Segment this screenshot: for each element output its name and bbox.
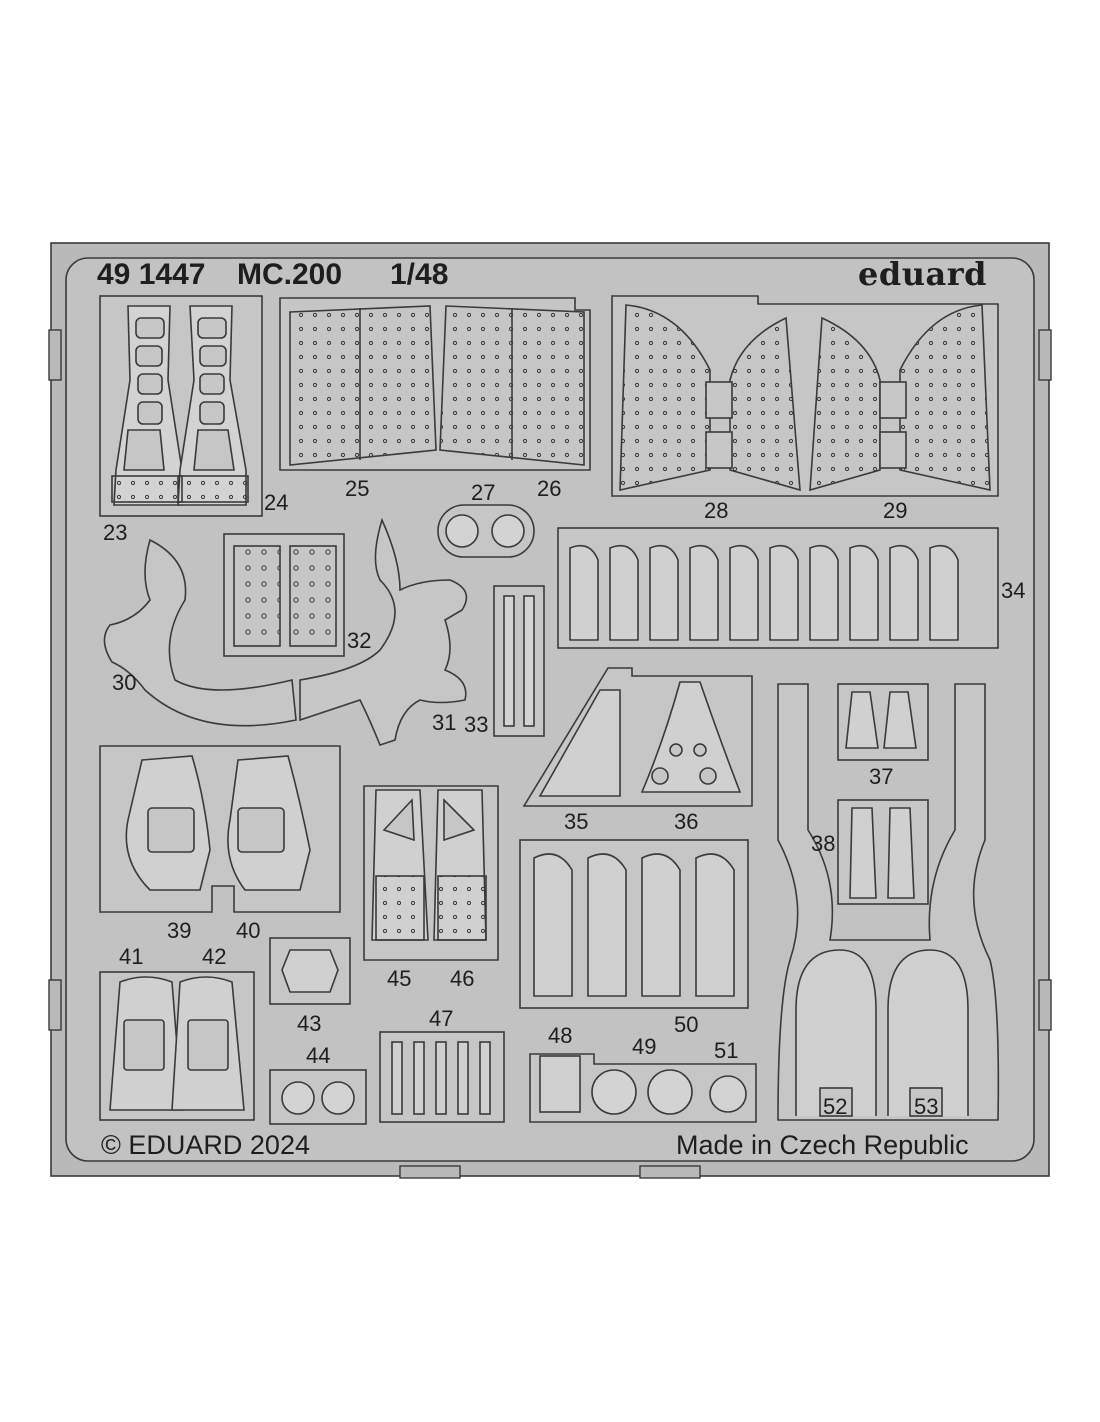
part-23-24 xyxy=(99,295,263,517)
label-32: 32 xyxy=(347,628,372,653)
label-48: 48 xyxy=(548,1023,573,1048)
part-35-36 xyxy=(522,667,753,807)
part-34 xyxy=(557,527,999,649)
part-50 xyxy=(519,839,749,1009)
label-36: 36 xyxy=(674,809,699,834)
label-52: 52 xyxy=(823,1094,848,1119)
part-45-46 xyxy=(363,785,499,961)
copyright: © EDUARD 2024 xyxy=(101,1130,310,1160)
kit-code: 49 1447 xyxy=(97,258,206,291)
part-37 xyxy=(837,683,929,761)
part-38 xyxy=(837,799,929,905)
label-26: 26 xyxy=(537,476,562,501)
part-48-49-51 xyxy=(529,1053,757,1123)
label-28: 28 xyxy=(704,498,729,523)
label-43: 43 xyxy=(297,1011,322,1036)
part-25-26 xyxy=(279,297,591,471)
scale: 1/48 xyxy=(390,258,449,291)
label-47: 47 xyxy=(429,1006,454,1031)
label-46: 46 xyxy=(450,966,475,991)
made-in: Made in Czech Republic xyxy=(676,1130,969,1160)
part-47 xyxy=(379,1031,505,1123)
label-24: 24 xyxy=(264,490,289,515)
part-44 xyxy=(269,1069,367,1125)
label-50: 50 xyxy=(674,1012,699,1037)
part-27 xyxy=(437,504,535,558)
label-53: 53 xyxy=(914,1094,939,1119)
label-39: 39 xyxy=(167,918,192,943)
label-27: 27 xyxy=(471,480,496,505)
label-41: 41 xyxy=(119,944,144,969)
label-51: 51 xyxy=(714,1038,739,1063)
label-37: 37 xyxy=(869,764,894,789)
part-41-42 xyxy=(99,971,255,1121)
part-32 xyxy=(223,533,345,657)
label-44: 44 xyxy=(306,1043,331,1068)
label-38: 38 xyxy=(811,831,836,856)
part-52-53 xyxy=(777,683,1000,1121)
part-28-29 xyxy=(611,295,999,497)
label-25: 25 xyxy=(345,476,370,501)
label-30: 30 xyxy=(112,670,137,695)
label-23: 23 xyxy=(103,520,128,545)
part-39-40 xyxy=(99,745,341,913)
label-45: 45 xyxy=(387,966,412,991)
label-34: 34 xyxy=(1001,578,1026,603)
label-35: 35 xyxy=(564,809,589,834)
model-name: MC.200 xyxy=(237,258,343,291)
part-33 xyxy=(493,585,545,737)
label-42: 42 xyxy=(202,944,227,969)
label-29: 29 xyxy=(883,498,908,523)
frame-tabs xyxy=(48,329,1052,1179)
label-40: 40 xyxy=(236,918,261,943)
part-43 xyxy=(269,937,351,1005)
label-33: 33 xyxy=(464,712,489,737)
brand-logo: eduard xyxy=(858,255,987,293)
label-49: 49 xyxy=(632,1034,657,1059)
part-30-31 xyxy=(103,517,468,746)
label-31: 31 xyxy=(432,710,457,735)
